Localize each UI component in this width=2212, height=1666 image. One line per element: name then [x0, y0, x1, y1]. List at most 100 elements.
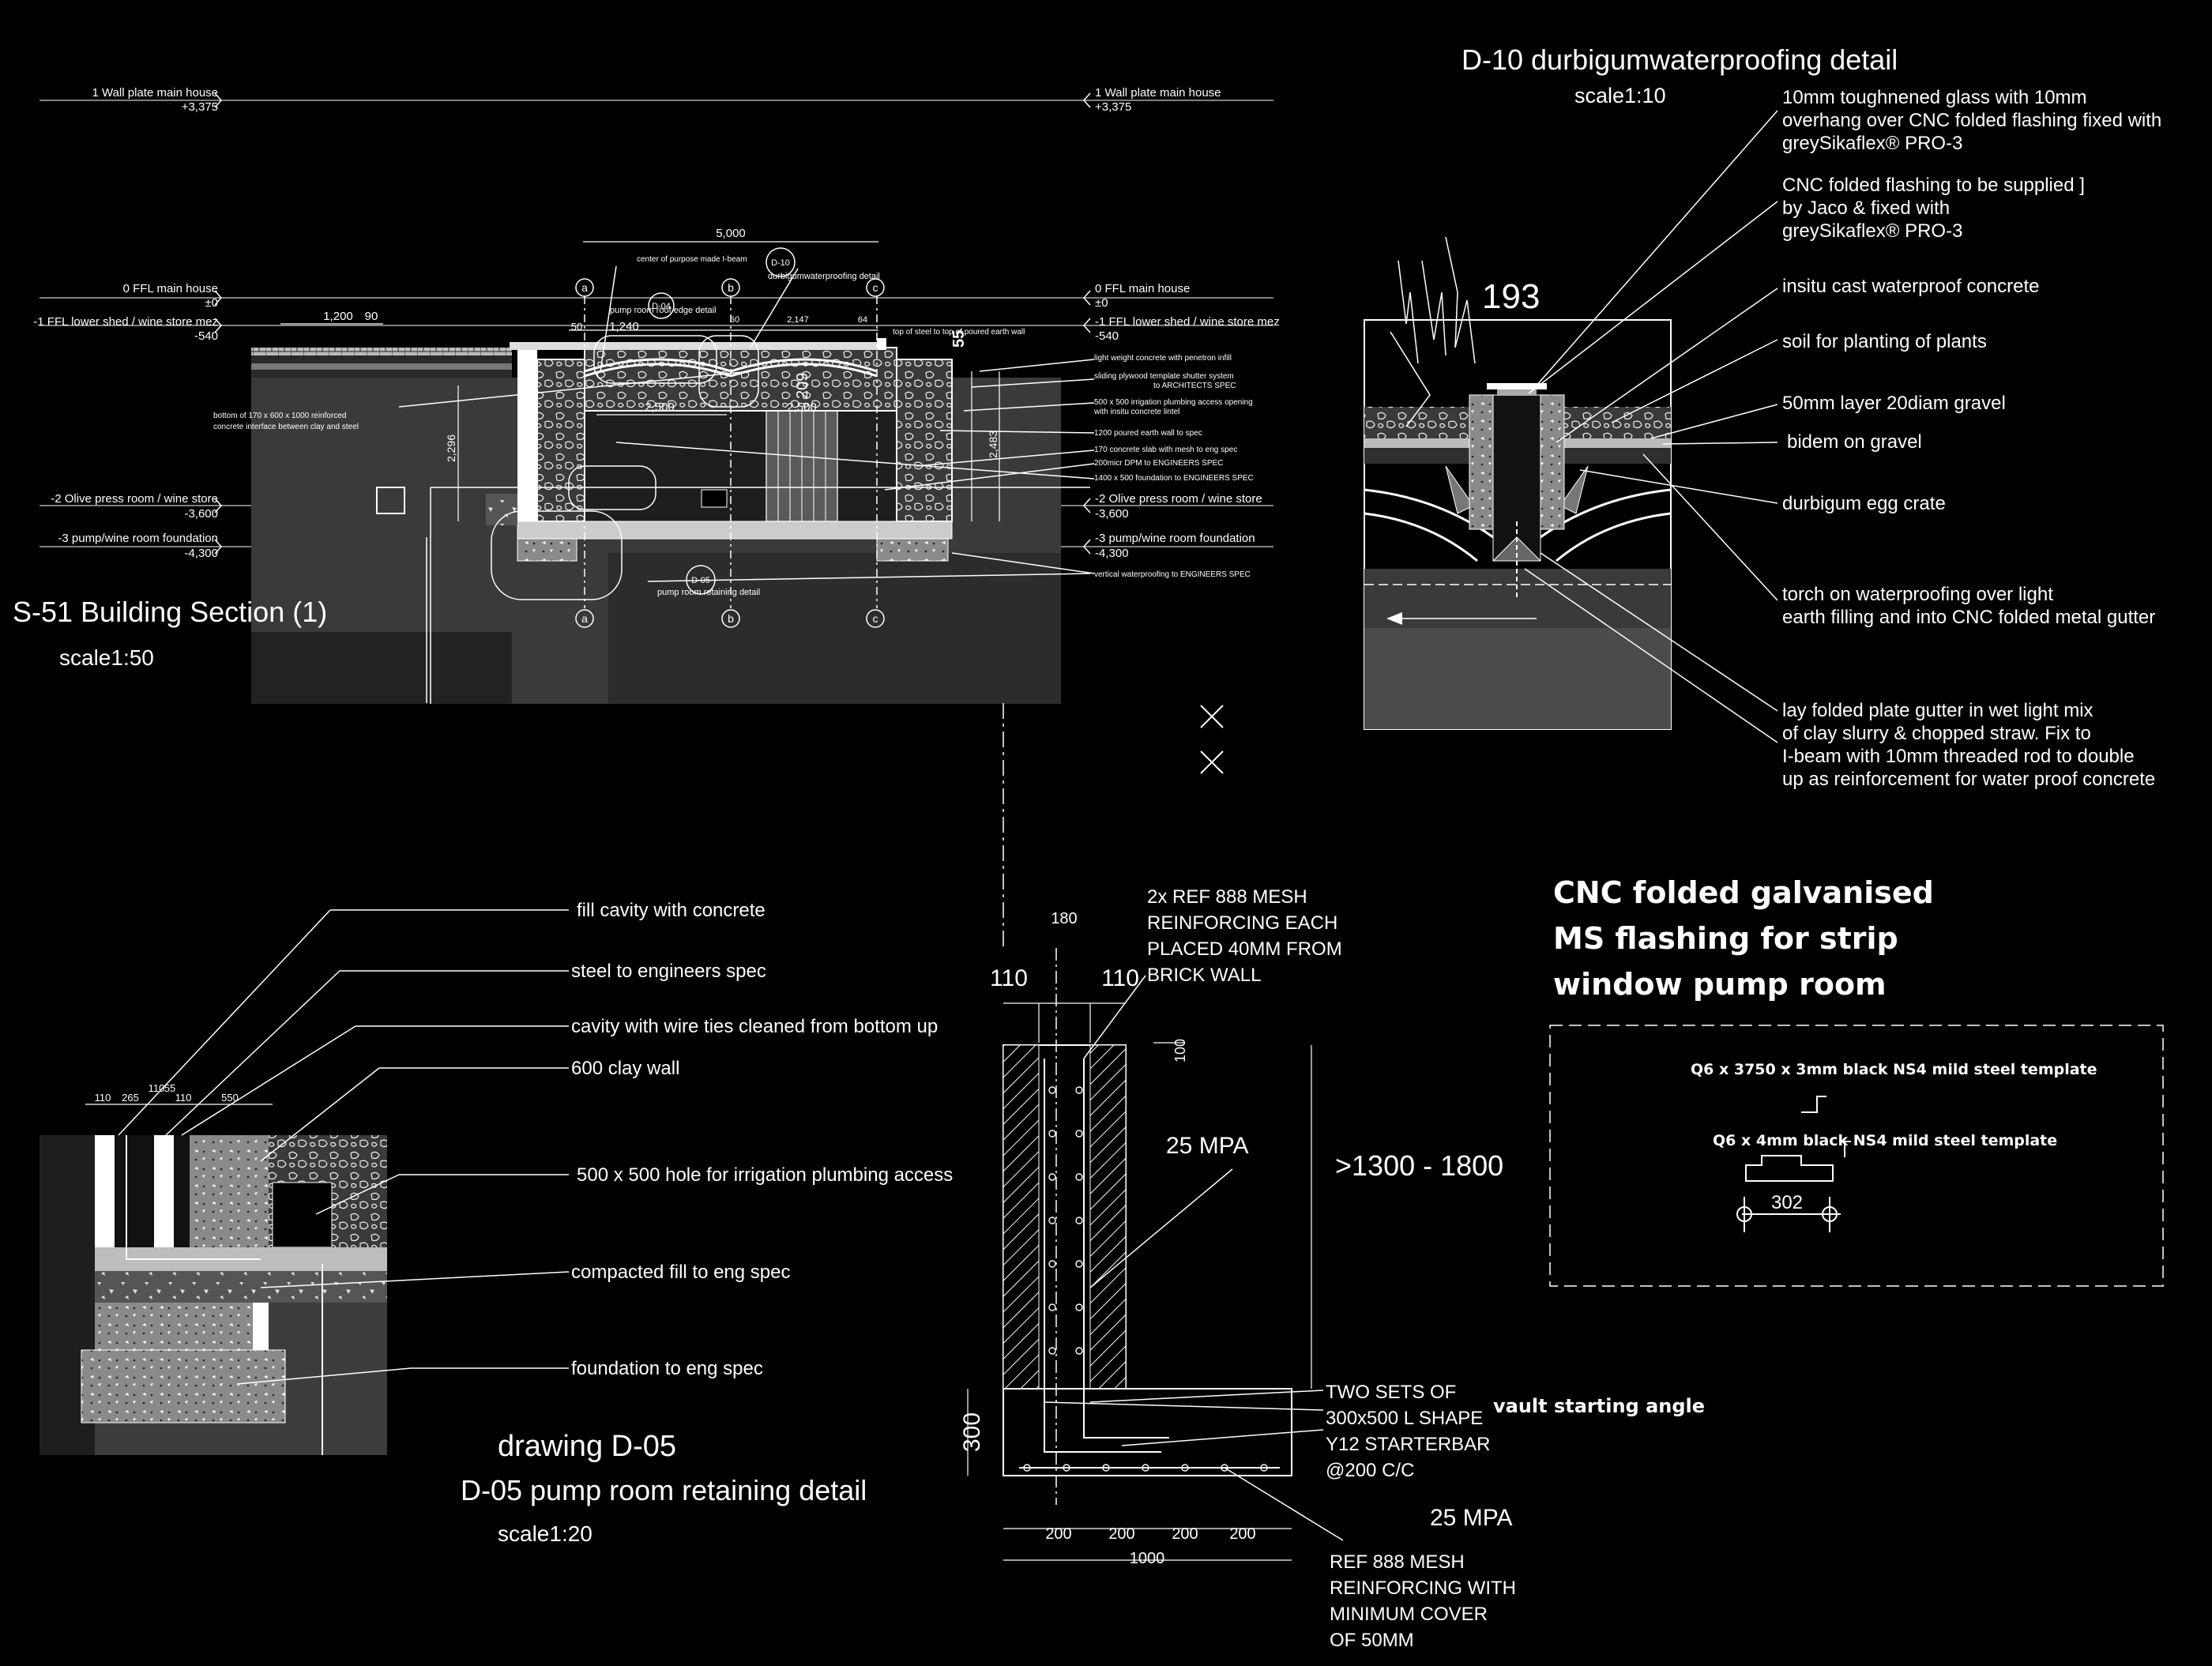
level-label: 0 FFL main house	[123, 282, 218, 295]
d05-note: compacted fill to eng spec	[571, 1262, 791, 1283]
wall-mpa: 25 MPA	[1166, 1133, 1249, 1159]
d10-note: 50mm layer 20diam gravel	[1782, 393, 2006, 414]
d05-wall-inner	[154, 1135, 174, 1247]
dim-110-left: 110	[990, 965, 1028, 991]
tag-d04-sub: pump room roof edge detail	[610, 306, 717, 315]
cnc-dim-302: 302	[1771, 1192, 1803, 1213]
grid-labels: a b c a b c	[581, 281, 878, 625]
section-marker-box	[376, 487, 405, 514]
detail-tags: D-10 durbigumwaterproofing detail D-04 p…	[610, 258, 880, 597]
level-value: +3,375	[1095, 100, 1131, 114]
dim-200: 200	[1045, 1525, 1071, 1543]
cnc-frame	[1549, 1025, 2164, 1287]
d10-note: lay folded plate gutter in wet light mix	[1782, 700, 2094, 721]
grid-label-c: c	[873, 612, 878, 625]
d05-scale: scale1:20	[498, 1521, 592, 1546]
d10-title: D-10 durbigumwaterproofing detail	[1462, 43, 1898, 76]
foundation-left	[517, 538, 577, 562]
brick-skin-left	[1003, 1044, 1040, 1390]
d05-irrigation-hole	[272, 1182, 333, 1248]
d10-concrete-left	[1469, 394, 1494, 530]
s51-scale: scale1:50	[59, 645, 154, 670]
level-value: -3,600	[1095, 507, 1129, 521]
dim-200: 200	[1108, 1525, 1134, 1543]
cnc-dim	[1736, 1197, 1841, 1232]
dim: 110	[175, 1092, 192, 1104]
d10-note: earth filling and into CNC folded metal …	[1782, 607, 2155, 628]
dim: 209	[794, 373, 811, 399]
grid-label-a: a	[581, 612, 588, 625]
flashing-profile-1	[1801, 1096, 1826, 1113]
note: concrete interface between clay and stee…	[213, 423, 359, 431]
level-label: -1 FFL lower shed / wine store mez	[1095, 315, 1280, 329]
tag-d04: D-04	[652, 302, 671, 311]
level-label: -3 pump/wine room foundation	[58, 532, 218, 545]
level-label: 0 FFL main house	[1095, 282, 1190, 295]
d05-note: cavity with wire ties cleaned from botto…	[571, 1016, 938, 1037]
d10-note: CNC folded flashing to be supplied ]	[1782, 175, 2085, 196]
dim-1000: 1000	[1130, 1550, 1165, 1567]
cnc-title-line: window pump room	[1553, 967, 1887, 1002]
level-value: -540	[1095, 329, 1119, 343]
cnc-title: CNC folded galvanised MS flashing for st…	[1553, 875, 1934, 1002]
level-label: -3 pump/wine room foundation	[1095, 532, 1255, 545]
note: 200micr DPM to ENGINEERS SPEC	[1094, 459, 1223, 468]
d10-note: greySikaflex® PRO-3	[1782, 133, 1962, 154]
flashing-hook	[1844, 1141, 1851, 1157]
wall-note: REINFORCING WITH	[1330, 1578, 1516, 1599]
s51-leader-lines	[398, 265, 1095, 704]
dim-200: 200	[1229, 1525, 1255, 1543]
wall-note: BRICK WALL	[1147, 965, 1261, 986]
level-value: ±0	[1095, 296, 1108, 310]
s51-dims: 5,000 1,200 90 50 1,240 60 2,147 64 2,50…	[323, 227, 999, 462]
d05-note: 500 x 500 hole for irrigation plumbing a…	[577, 1164, 953, 1186]
wall-rebar	[1019, 1059, 1280, 1469]
cnc-title-line: CNC folded galvanised	[1553, 875, 1934, 910]
d10-scale: scale1:10	[1574, 84, 1666, 107]
d10-note: soil for planting of plants	[1782, 331, 1987, 352]
level-value: -3,600	[184, 507, 218, 521]
level-value: ±0	[205, 296, 218, 310]
dim: 1,240	[609, 320, 639, 333]
brick-skin-right	[1089, 1044, 1127, 1390]
dim: 55	[164, 1082, 175, 1094]
wall-height: >1300 - 1800	[1335, 1149, 1503, 1182]
wall-notes: 2x REF 888 MESH REINFORCING EACH PLACED …	[1147, 886, 1516, 1651]
cnc-flashing: CNC folded galvanised MS flashing for st…	[1549, 875, 2164, 1287]
d10-note: I-beam with 10mm threaded rod to double	[1782, 746, 2135, 767]
wall-note: MINIMUM COVER	[1330, 1604, 1488, 1625]
d05-cavity	[115, 1135, 154, 1247]
note: to ARCHITECTS SPEC	[1153, 382, 1236, 390]
note: bottom of 170 x 600 x 1000 reinforced	[213, 412, 346, 420]
d05-footing-stem	[95, 1303, 265, 1350]
d05-note: 600 clay wall	[571, 1058, 679, 1079]
grid-label-b: b	[728, 281, 734, 294]
roof-edge	[877, 338, 886, 350]
d10-note: durbigum egg crate	[1782, 493, 1946, 514]
grid-lines	[575, 278, 885, 628]
d05-cavity2	[174, 1135, 190, 1247]
d05-compacted-fill	[95, 1271, 387, 1303]
tag-d05: D-05	[691, 576, 710, 585]
d05-notes: fill cavity with concrete steel to engin…	[571, 900, 953, 1379]
d05-note: steel to engineers spec	[571, 961, 766, 982]
tag-d05-sub: pump room retaining detail	[657, 588, 760, 597]
d10-note: insitu cast waterproof concrete	[1782, 276, 2040, 297]
note: top of steel to top of poured earth wall	[893, 328, 1025, 337]
d10-leaders	[1524, 110, 1778, 743]
d10-gutter	[1492, 394, 1541, 562]
dim: 265	[122, 1092, 139, 1104]
roof-fill	[584, 347, 897, 412]
dim: 2,483	[987, 431, 999, 458]
grid-label-c: c	[873, 281, 878, 294]
dim: 2,296	[445, 434, 457, 462]
d10-arrow	[1386, 612, 1402, 625]
d10-note: greySikaflex® PRO-3	[1782, 220, 1962, 242]
d10-flashing	[1497, 389, 1537, 396]
level-value: +3,375	[182, 100, 218, 114]
d05-detail: 110 265 110 55 110 550 fill cavity with …	[40, 900, 953, 1546]
ground-left-lower	[251, 632, 512, 704]
grid-label-b: b	[728, 612, 734, 625]
s51-level-labels-right: 1 Wall plate main house +3,375 0 FFL mai…	[1095, 86, 1280, 560]
d10-ground-lower	[1364, 628, 1671, 729]
